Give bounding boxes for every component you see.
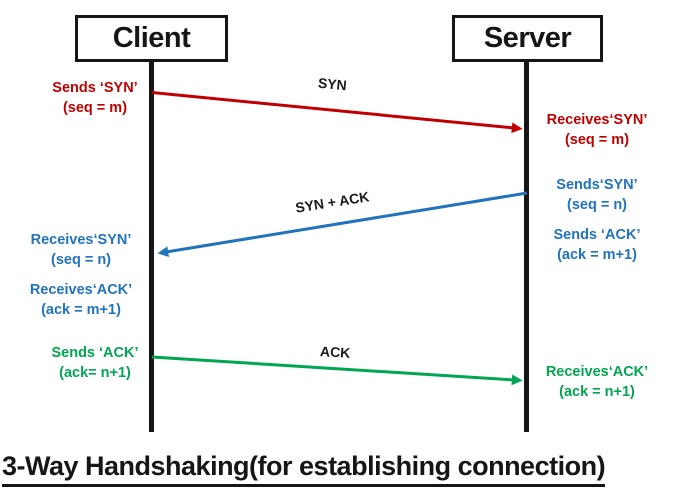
note-action: Receives‘SYN’ bbox=[30, 232, 132, 248]
note-param: (seq = n) bbox=[566, 197, 628, 213]
client-note-receives-syn: Receives‘SYN’ (seq = n) bbox=[16, 230, 146, 270]
client-lifeline bbox=[149, 60, 154, 432]
note-param: (seq = m) bbox=[62, 100, 128, 116]
note-action: Receives‘SYN’ bbox=[546, 112, 648, 128]
note-param: (seq = n) bbox=[50, 252, 112, 268]
note-param: (ack= n+1) bbox=[59, 365, 131, 381]
server-actor-label: Server bbox=[483, 22, 572, 54]
server-note-receives-ack: Receives‘ACK’ (ack = n+1) bbox=[532, 362, 662, 402]
server-lifeline bbox=[524, 60, 529, 432]
note-action: Sends ‘ACK’ bbox=[553, 227, 641, 243]
ack-arrow bbox=[151, 355, 523, 386]
note-param: (ack = n+1) bbox=[559, 384, 635, 400]
note-action: Sends ‘SYN’ bbox=[52, 80, 138, 96]
server-note-sends-syn: Sends‘SYN’ (seq = n) bbox=[532, 175, 662, 215]
server-note-receives-syn: Receives‘SYN’ (seq = m) bbox=[532, 110, 662, 150]
note-param: (seq = m) bbox=[564, 132, 630, 148]
client-note-sends-ack: Sends ‘ACK’ (ack= n+1) bbox=[30, 343, 160, 383]
server-note-sends-ack: Sends ‘ACK’ (ack = m+1) bbox=[532, 225, 662, 265]
note-action: Receives‘ACK’ bbox=[29, 282, 133, 298]
note-action: Receives‘ACK’ bbox=[545, 364, 649, 380]
ack-arrow-label: ACK bbox=[319, 343, 351, 361]
note-action: Sends‘SYN’ bbox=[556, 177, 638, 193]
diagram-title: 3-Way Handshaking(for establishing conne… bbox=[2, 451, 606, 487]
note-param: (ack = m+1) bbox=[557, 247, 637, 263]
syn-arrow-label: SYN bbox=[317, 74, 348, 94]
server-actor-box: Server bbox=[452, 15, 603, 62]
client-actor-label: Client bbox=[112, 22, 191, 54]
syn-ack-arrow-label: SYN + ACK bbox=[294, 188, 371, 216]
client-note-sends-syn: Sends ‘SYN’ (seq = m) bbox=[30, 78, 160, 118]
client-note-receives-ack: Receives‘ACK’ (ack = m+1) bbox=[16, 280, 146, 320]
note-param: (ack = m+1) bbox=[41, 302, 121, 318]
syn-arrow bbox=[151, 91, 523, 134]
client-actor-box: Client bbox=[75, 15, 228, 62]
note-action: Sends ‘ACK’ bbox=[51, 345, 139, 361]
